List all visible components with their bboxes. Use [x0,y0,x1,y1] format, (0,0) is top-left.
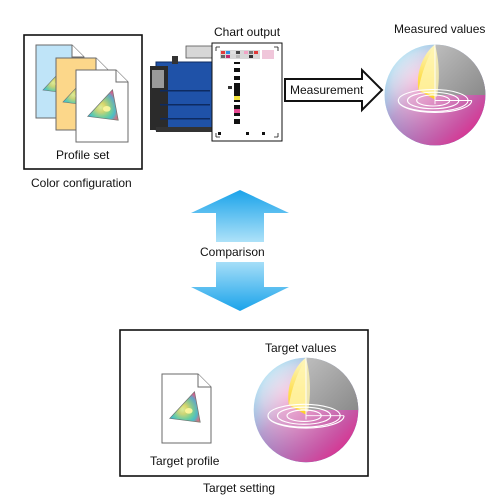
target-profile-label: Target profile [150,454,220,468]
target-values-label: Target values [265,341,337,355]
profile-stack-icon [35,44,129,143]
target-setting-box [119,329,369,477]
printer-icon [150,45,215,132]
target-values-sphere-icon [253,357,359,463]
comparison-label-bg [196,242,284,262]
profile-set-label: Profile set [56,148,110,162]
chart-sheet-icon [211,42,283,142]
target-setting-label: Target setting [203,481,276,495]
chart-output-label: Chart output [214,25,281,39]
measured-values-label: Measured values [394,22,486,36]
measurement-arrow [284,67,384,113]
color-configuration-box [23,34,143,170]
color-configuration-label: Color configuration [31,176,132,190]
measurement-label: Measurement [290,83,364,97]
comparison-label: Comparison [200,245,265,259]
target-profile-document-icon [161,373,212,444]
measured-values-sphere-icon [384,44,486,146]
